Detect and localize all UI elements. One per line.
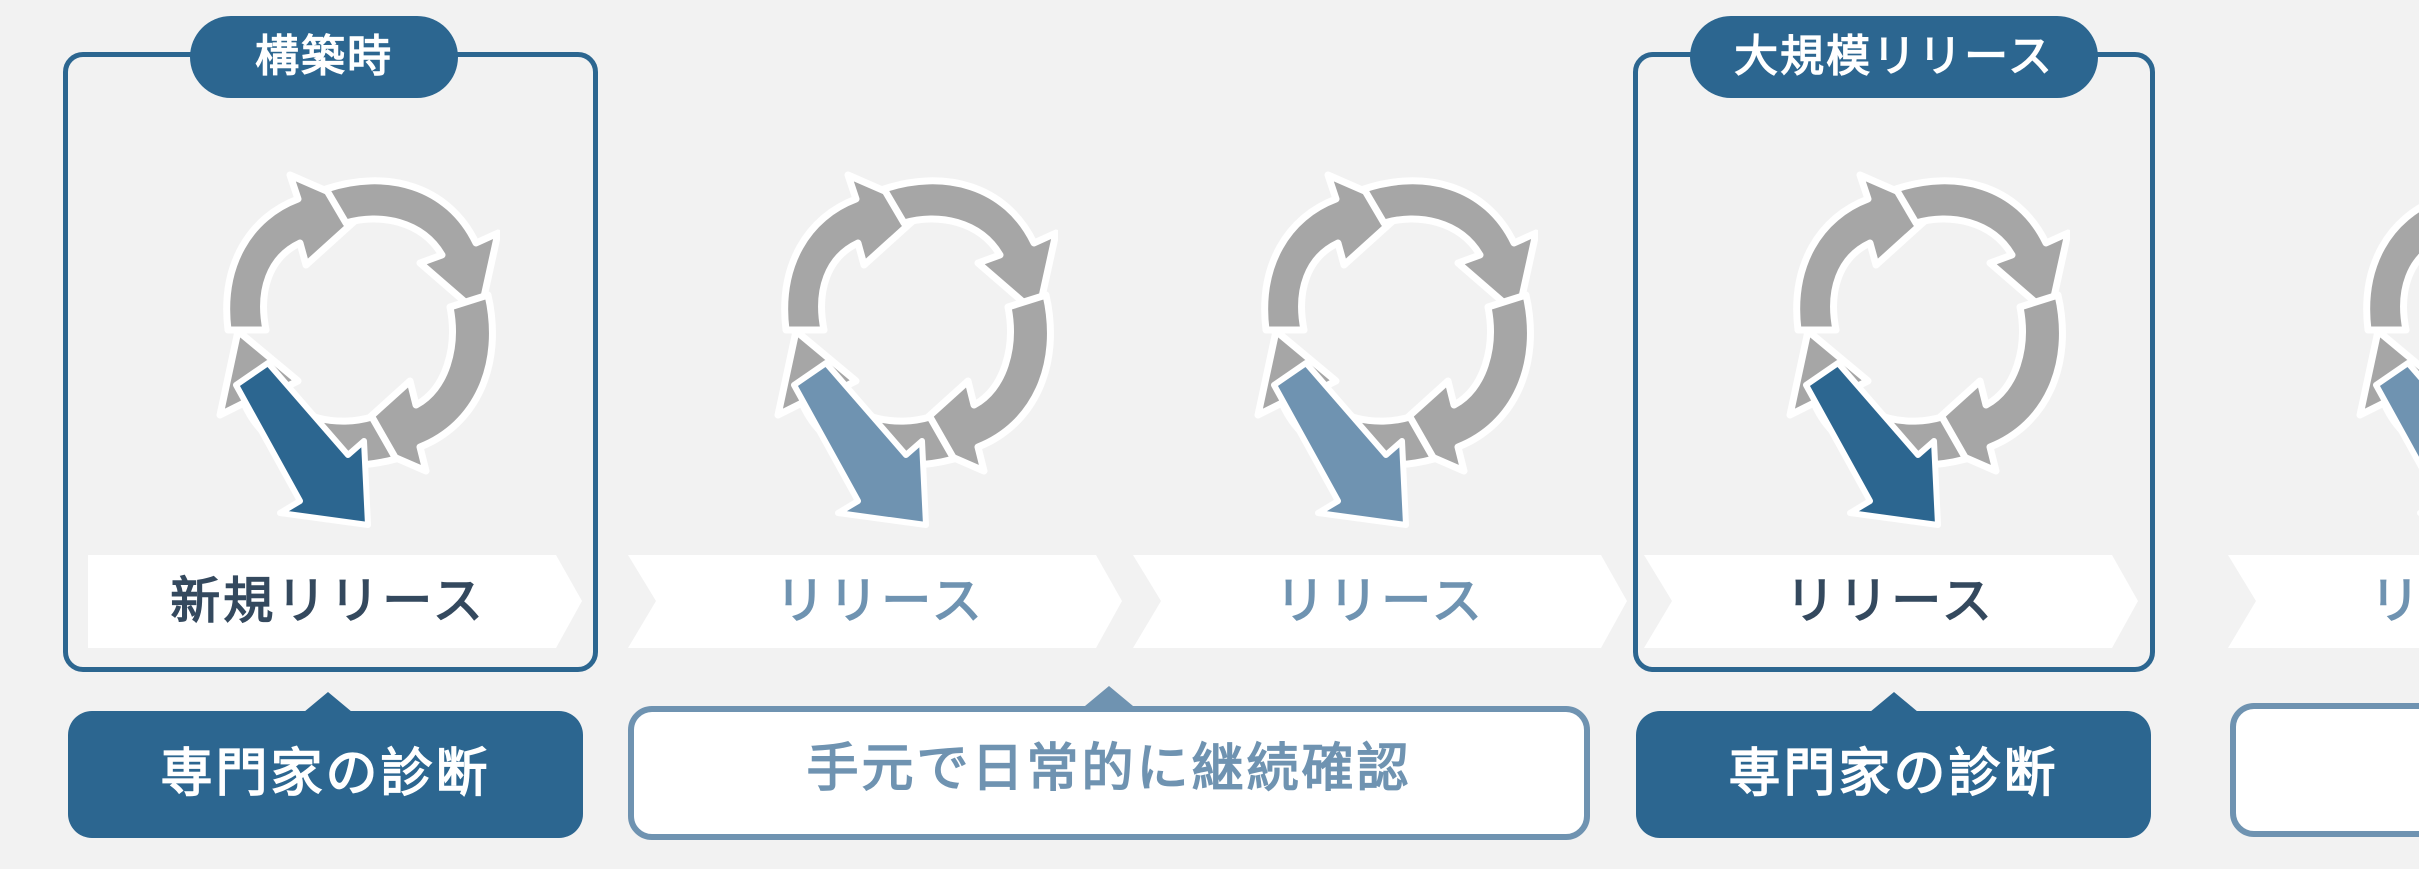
down-right-arrow-icon <box>791 360 929 528</box>
chevron-step-3 <box>1133 555 1627 648</box>
pointer-3 <box>1870 692 1918 712</box>
continuous-check-box-2 <box>2230 703 2419 837</box>
pointer-1 <box>304 692 352 712</box>
large-release-tag: 大規模リリース <box>1690 16 2098 98</box>
expert-diagnosis-1: 専門家の診断 <box>68 711 583 838</box>
continuous-check-box: 手元で日常的に継続確認 <box>628 706 1590 840</box>
chevron-step-4 <box>1644 555 2138 648</box>
build-tag: 構築時 <box>190 16 458 98</box>
down-right-arrow-icon <box>1803 360 1941 528</box>
chevron-step-1 <box>88 555 582 648</box>
chevron-label-3: リリース <box>1275 572 1485 630</box>
chevron-label-4: リリース <box>1785 572 1995 630</box>
chevron-label-1: 新規リリース <box>170 572 486 630</box>
cycle-arrows-icon <box>2290 115 2419 516</box>
chevron-label-2: リリース <box>775 572 985 630</box>
chevron-step-2 <box>628 555 1122 648</box>
chevron-label-5: リ <box>2370 572 2419 630</box>
down-right-arrow-icon <box>233 360 371 528</box>
cycle-arrows-icon <box>150 115 500 528</box>
pointer-2 <box>1085 686 1133 706</box>
cycle-arrows-icon <box>1720 115 2070 528</box>
down-right-arrow-icon <box>1271 360 1409 528</box>
down-right-arrow-icon <box>2373 360 2419 516</box>
cycle-arrows-icon <box>708 115 1058 528</box>
cycle-arrows-icon <box>1188 115 1538 528</box>
chevron-step-5 <box>2228 555 2419 648</box>
expert-diagnosis-2: 専門家の診断 <box>1636 711 2151 838</box>
